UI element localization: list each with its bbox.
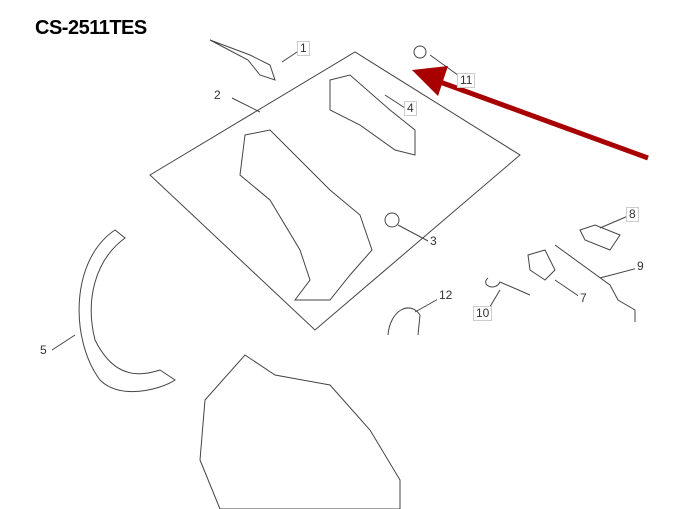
diagram-title: CS-2511TES [35, 17, 147, 39]
part-1-sketch [209, 39, 276, 81]
part-label-12: 12 [437, 288, 455, 302]
part-label-5: 5 [38, 343, 49, 357]
part-12-clip-sketch [387, 307, 421, 336]
part-label-10: 10 [473, 306, 493, 321]
part-label-7: 7 [578, 291, 589, 305]
engine-housing-sketch [199, 354, 401, 509]
part-label-4: 4 [404, 101, 417, 116]
part-label-8: 8 [626, 207, 639, 222]
part-7-sketch [527, 249, 556, 281]
part-9-rod-sketch [554, 244, 636, 322]
part-label-3: 3 [428, 234, 439, 248]
part-11-sketch [413, 45, 427, 59]
part-4-cover-sketch [329, 74, 416, 156]
part-8-sketch [579, 224, 621, 251]
assembly-box [149, 51, 521, 331]
part-label-2: 2 [212, 88, 223, 102]
part-label-11: 11 [457, 73, 476, 88]
part-3-sketch [384, 212, 400, 228]
part-10-spring-sketch [485, 277, 531, 296]
part-2-handle-sketch [239, 129, 373, 301]
part-label-9: 9 [635, 259, 646, 273]
part-5-hose-sketch [78, 229, 176, 393]
callout-arrow [412, 66, 649, 161]
part-label-1: 1 [297, 41, 310, 56]
